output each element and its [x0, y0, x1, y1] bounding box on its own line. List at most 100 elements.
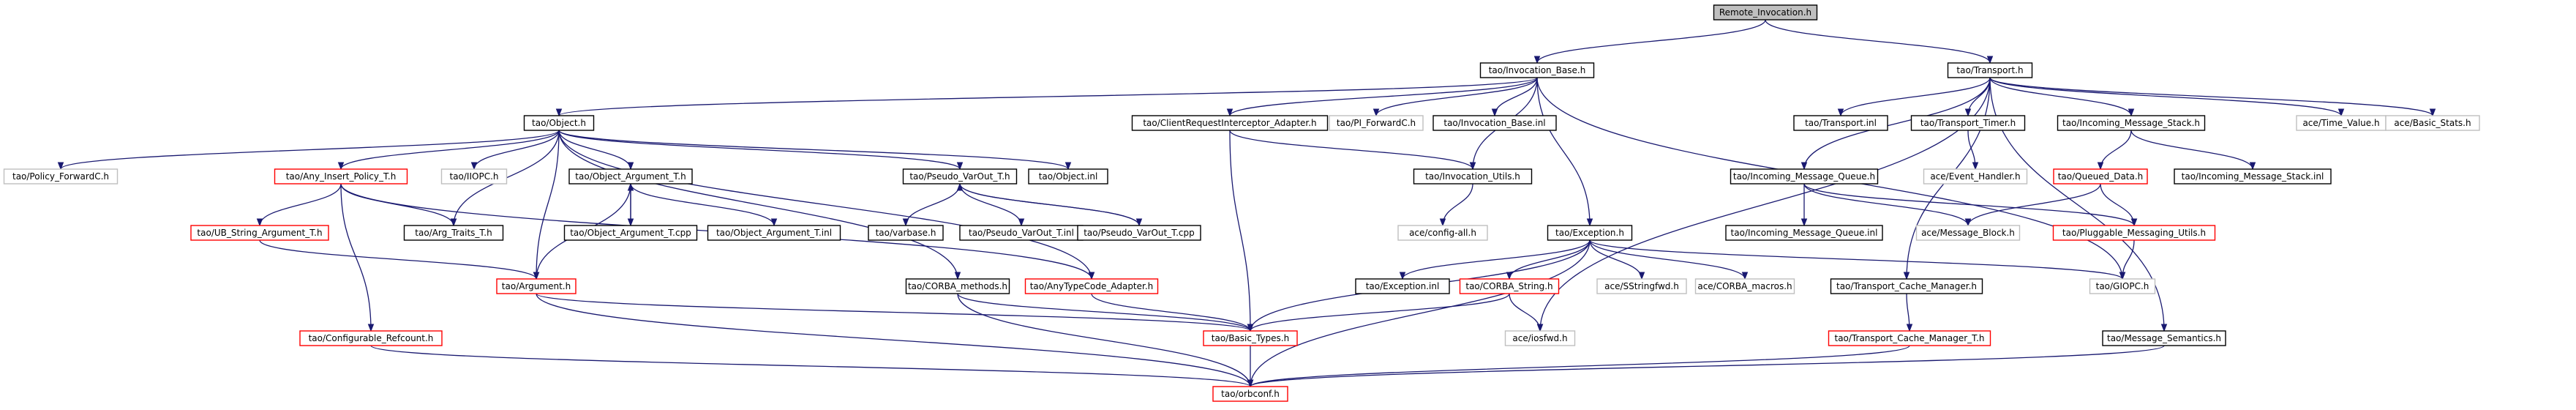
node-box — [1024, 278, 1159, 294]
node-label: tao/Transport.inl — [1805, 118, 1877, 128]
edge-invocation-utils-h-to-config-all-h — [1442, 183, 1473, 226]
node-label: tao/Basic_Types.h — [1212, 333, 1289, 343]
node-object-argument-t-inl[interactable]: tao/Object_Argument_T.inl — [707, 225, 841, 241]
edge-transport-h-to-incoming-message-stack-h — [1989, 77, 2132, 116]
edge-arrowhead — [1906, 324, 1913, 332]
node-arg-traits-t-h[interactable]: tao/Arg_Traits_T.h — [403, 225, 504, 241]
node-incoming-message-queue-h[interactable]: tao/Incoming_Message_Queue.h — [1730, 168, 1879, 184]
node-label: tao/Invocation_Utils.h — [1425, 171, 1520, 182]
edge-incoming-message-stack-h-to-incoming-message-stack-inl — [2130, 130, 2253, 170]
node-object-inl[interactable]: tao/Object.inl — [1028, 168, 1108, 184]
edge-arrowhead — [1586, 218, 1593, 227]
node-transport-timer-h[interactable]: tao/Transport_Timer.h — [1910, 115, 2026, 131]
node-message-semantics-h[interactable]: tao/Message_Semantics.h — [2102, 330, 2226, 346]
node-invocation-utils-h[interactable]: tao/Invocation_Utils.h — [1413, 168, 1533, 184]
node-pseudo-varout-t-cpp[interactable]: tao/Pseudo_VarOut_T.cpp — [1077, 225, 1201, 241]
node-orbconf-h[interactable]: tao/orbconf.h — [1212, 386, 1288, 402]
edge-arrowhead — [256, 218, 263, 227]
edge-transport-h-to-transport-inl — [1840, 77, 1991, 116]
node-varbase-h[interactable]: tao/varbase.h — [868, 225, 944, 241]
node-config-all-h[interactable]: ace/config-all.h — [1397, 225, 1488, 241]
node-box — [1793, 115, 1888, 131]
node-box — [1828, 330, 1991, 346]
edge-object-h-to-pseudo-varout-t-h — [558, 130, 961, 170]
node-box — [1910, 115, 2026, 131]
node-label: tao/CORBA_String.h — [1465, 281, 1552, 291]
node-transport-cache-manager-t-h[interactable]: tao/Transport_Cache_Manager_T.h — [1828, 330, 1991, 346]
edge-arrowhead — [2128, 108, 2135, 117]
edge-incoming-message-queue-h-to-pluggable-messaging-utils-h — [1803, 183, 2135, 226]
node-time-value-h[interactable]: ace/Time_Value.h — [2296, 115, 2387, 131]
node-box — [496, 278, 577, 294]
node-any-insert-policy-t-h[interactable]: tao/Any_Insert_Policy_T.h — [274, 168, 408, 184]
node-box — [1329, 115, 1424, 131]
node-box — [1504, 330, 1576, 346]
edge-arrowhead — [1064, 162, 1072, 171]
edge-arrowhead — [1837, 108, 1844, 117]
node-iosfwd-h[interactable]: ace/iosfwd.h — [1504, 330, 1576, 346]
node-configurable-refcount-h[interactable]: tao/Configurable_Refcount.h — [299, 330, 443, 346]
node-label: Remote_Invocation.h — [1719, 7, 1811, 18]
node-label: tao/PI_ForwardC.h — [1337, 118, 1416, 128]
node-incoming-message-queue-inl[interactable]: tao/Incoming_Message_Queue.inl — [1725, 225, 1883, 241]
node-message-block-h[interactable]: ace/Message_Block.h — [1915, 225, 2021, 241]
node-event-handler-h[interactable]: ace/Event_Handler.h — [1923, 168, 2028, 184]
edge-arrowhead — [1469, 162, 1476, 171]
node-object-h[interactable]: tao/Object.h — [523, 115, 595, 131]
node-exception-inl[interactable]: tao/Exception.inl — [1355, 278, 1450, 294]
node-object-argument-t-cpp[interactable]: tao/Object_Argument_T.cpp — [563, 225, 698, 241]
node-incoming-message-stack-inl[interactable]: tao/Incoming_Message_Stack.inl — [2174, 168, 2332, 184]
edge-arrowhead — [57, 162, 64, 171]
edge-arrowhead — [2119, 272, 2126, 280]
node-queued-data-h[interactable]: tao/Queued_Data.h — [2053, 168, 2148, 184]
edge-arrowhead — [2429, 108, 2436, 117]
node-corba-methods-h[interactable]: tao/CORBA_methods.h — [905, 278, 1010, 294]
node-box — [563, 225, 698, 241]
edge-incoming-message-stack-h-to-queued-data-h — [2100, 130, 2132, 170]
node-label: tao/Arg_Traits_T.h — [415, 228, 492, 238]
edge-arrowhead — [2160, 324, 2168, 332]
node-pluggable-messaging-utils-h[interactable]: tao/Pluggable_Messaging_Utils.h — [2052, 225, 2216, 241]
node-label: tao/Transport_Cache_Manager_T.h — [1835, 333, 1985, 343]
node-remote-invocation-h[interactable]: Remote_Invocation.h — [1713, 4, 1818, 20]
node-label: tao/Message_Semantics.h — [2107, 333, 2221, 343]
node-argument-h[interactable]: tao/Argument.h — [496, 278, 577, 294]
node-corba-string-h[interactable]: tao/CORBA_String.h — [1459, 278, 1560, 294]
node-corba-macros-h[interactable]: ace/CORBA_macros.h — [1694, 278, 1795, 294]
node-label: tao/Object_Argument_T.cpp — [570, 228, 691, 238]
node-box — [2057, 115, 2206, 131]
node-incoming-message-stack-h[interactable]: tao/Incoming_Message_Stack.h — [2057, 115, 2206, 131]
edge-arrowhead — [2130, 218, 2138, 227]
node-label: tao/Any_Insert_Policy_T.h — [286, 171, 397, 182]
node-object-argument-t-h[interactable]: tao/Object_Argument_T.h — [568, 168, 693, 184]
node-pseudo-varout-t-inl[interactable]: tao/Pseudo_VarOut_T.inl — [959, 225, 1084, 241]
edge-arrowhead — [1638, 272, 1645, 280]
node-box — [1730, 168, 1879, 184]
node-box — [2102, 330, 2226, 346]
node-basic-types-h[interactable]: tao/Basic_Types.h — [1203, 330, 1298, 346]
node-policy-forwardc-h[interactable]: tao/Policy_ForwardC.h — [3, 168, 119, 184]
node-pseudo-varout-t-h[interactable]: tao/Pseudo_VarOut_T.h — [902, 168, 1018, 184]
node-box — [1725, 225, 1883, 241]
node-anytypecode-adapter-h[interactable]: tao/AnyTypeCode_Adapter.h — [1024, 278, 1159, 294]
node-invocation-base-inl[interactable]: tao/Invocation_Base.inl — [1432, 115, 1557, 131]
node-basic-stats-h[interactable]: ace/Basic_Stats.h — [2385, 115, 2480, 131]
node-transport-h[interactable]: tao/Transport.h — [1947, 62, 2033, 78]
node-exception-h[interactable]: tao/Exception.h — [1547, 225, 1633, 241]
node-client-request-interceptor-adapter-h[interactable]: tao/ClientRequestInterceptor_Adapter.h — [1131, 115, 1329, 131]
node-label: tao/Policy_ForwardC.h — [12, 171, 109, 182]
node-sstringfwd-h[interactable]: ace/SStringfwd.h — [1596, 278, 1687, 294]
node-label: ace/Message_Block.h — [1921, 228, 2015, 238]
edge-invocation-base-h-to-pi-forwardc-h — [1375, 77, 1538, 116]
edge-arrowhead — [627, 162, 634, 171]
edge-any-insert-policy-t-h-to-arg-traits-t-h — [340, 183, 454, 226]
node-pi-forwardc-h[interactable]: tao/PI_ForwardC.h — [1329, 115, 1424, 131]
node-label: tao/Invocation_Base.h — [1489, 65, 1586, 75]
node-transport-cache-manager-h[interactable]: tao/Transport_Cache_Manager.h — [1830, 278, 1983, 294]
node-iiopc-h[interactable]: tao/IIOPC.h — [440, 168, 508, 184]
node-giopc-h[interactable]: tao/GIOPC.h — [2089, 278, 2156, 294]
node-ub-string-argument-t-h[interactable]: tao/UB_String_Argument_T.h — [190, 225, 329, 241]
node-invocation-base-h[interactable]: tao/Invocation_Base.h — [1479, 62, 1595, 78]
node-transport-inl[interactable]: tao/Transport.inl — [1793, 115, 1888, 131]
node-box — [523, 115, 595, 131]
